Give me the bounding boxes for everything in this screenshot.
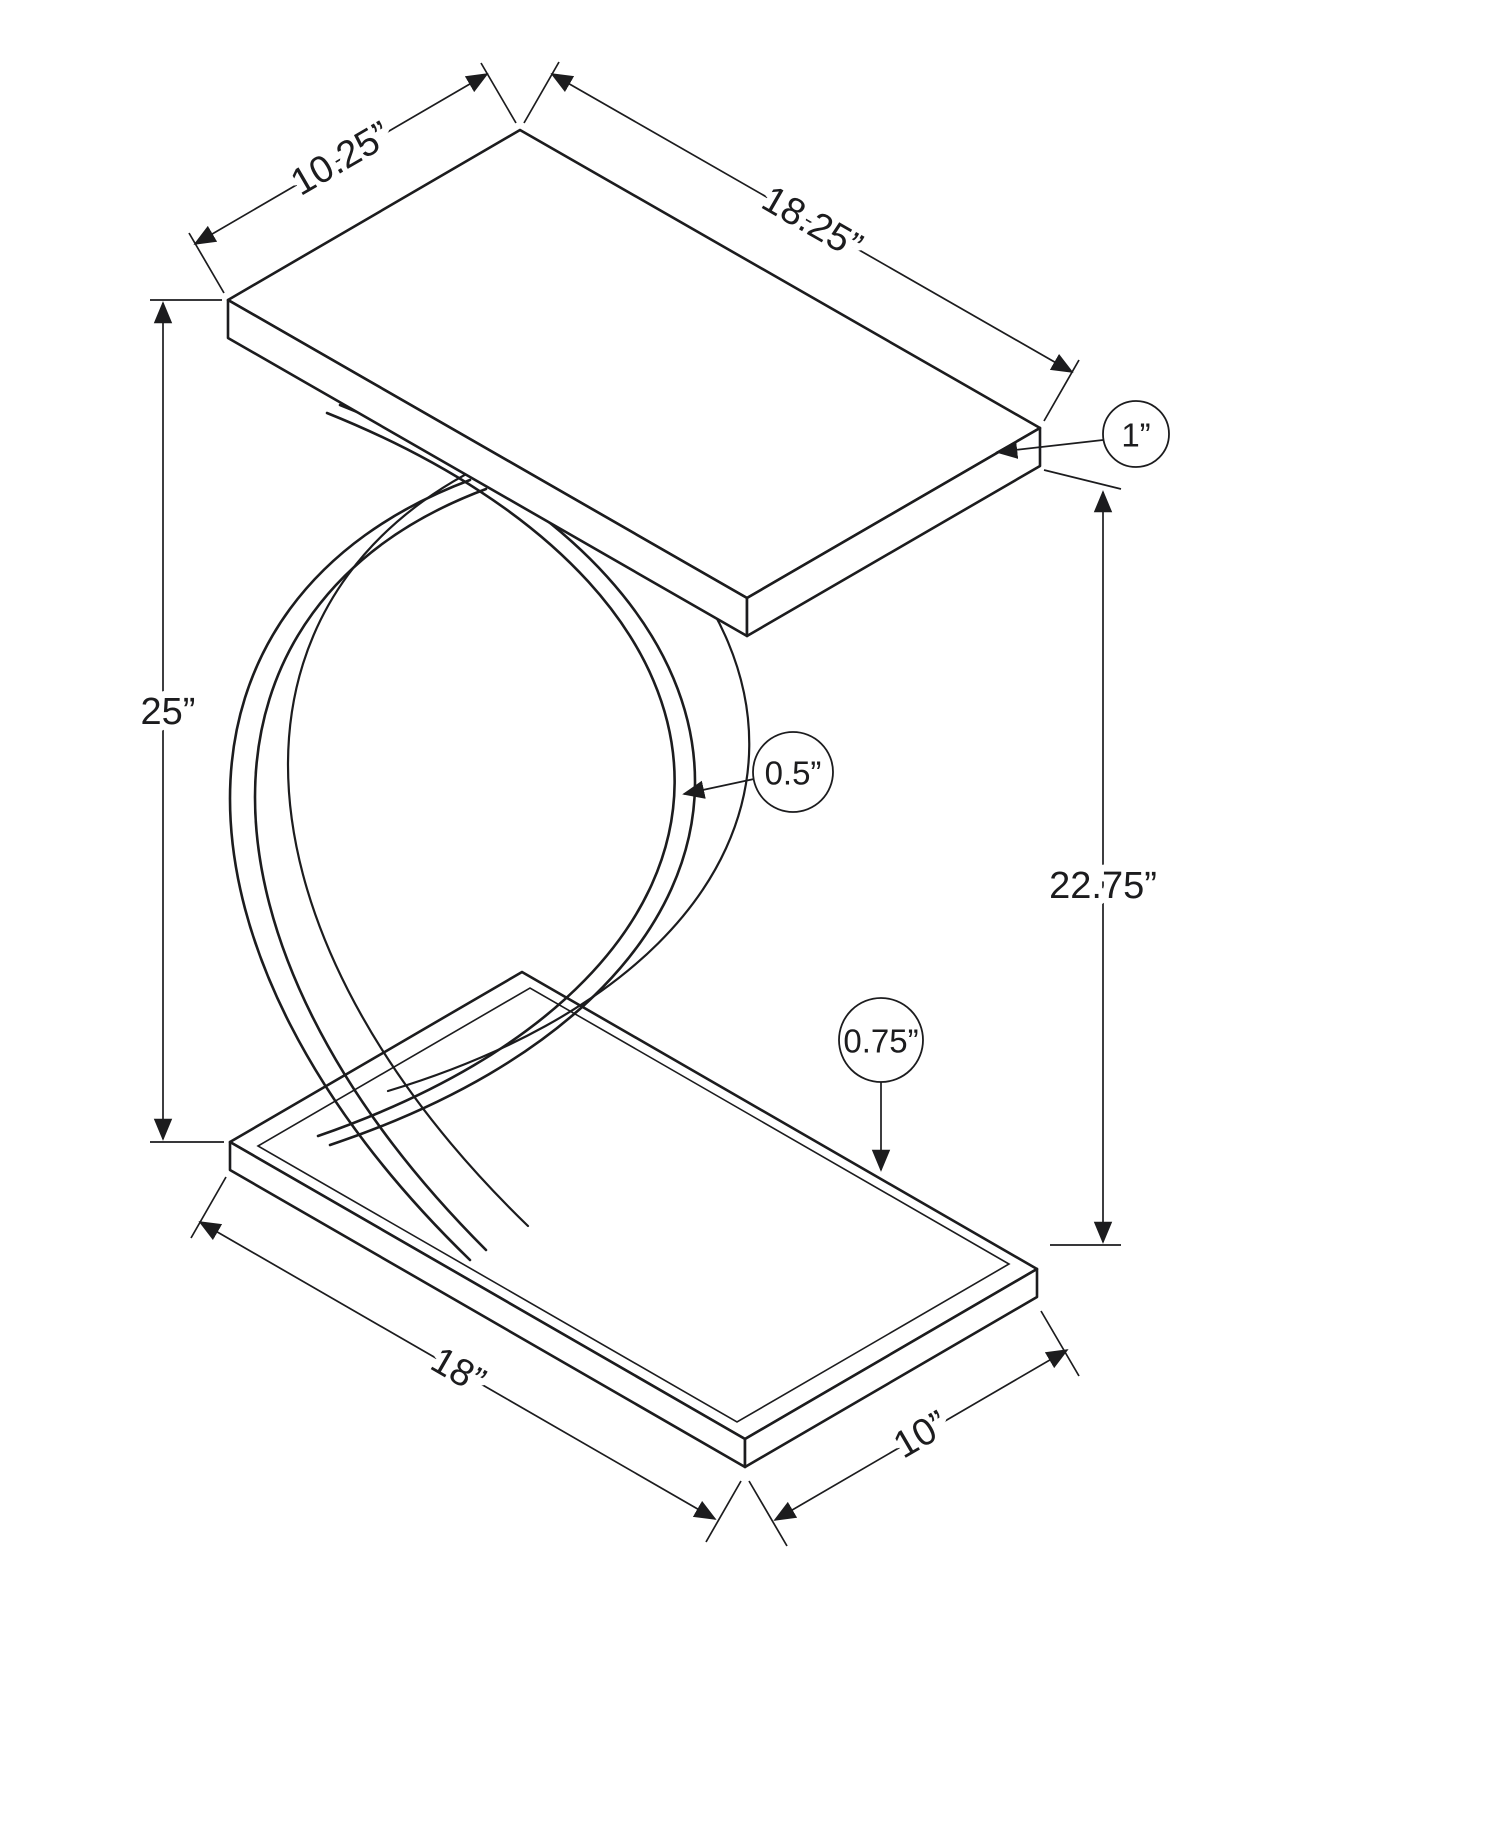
dim-overall-height: 25” bbox=[134, 299, 224, 1143]
dim-arrow-line bbox=[773, 1349, 1069, 1521]
dim-arrow-line bbox=[550, 73, 1074, 373]
callout-label-top-thickness: 1” bbox=[1121, 417, 1150, 454]
callout-label-base-thickness: 0.75” bbox=[843, 1023, 918, 1060]
callout-tube-thickness: 0.5” bbox=[682, 731, 834, 813]
dim-label-top-depth: 10.25” bbox=[284, 114, 398, 204]
dim-extension-line bbox=[1043, 469, 1122, 490]
table-top bbox=[226, 128, 1042, 638]
dim-extension-line bbox=[748, 1480, 788, 1547]
callout-label-tube-thickness: 0.5” bbox=[765, 755, 822, 792]
callout-base-thickness: 0.75” bbox=[838, 997, 924, 1172]
dim-clearance-height: 22.75” bbox=[1042, 469, 1164, 1246]
callout-leader-line bbox=[995, 439, 1104, 459]
dim-label-top-length: 18.25” bbox=[755, 178, 869, 268]
dim-label-clearance-height: 22.75” bbox=[1049, 865, 1157, 907]
dim-arrow-line bbox=[193, 73, 489, 245]
dim-extension-line bbox=[523, 61, 560, 124]
leg-curve-left-outer bbox=[228, 478, 472, 1262]
callout-bubble bbox=[838, 997, 924, 1083]
dim-extension-line bbox=[190, 1176, 227, 1239]
top-front-right-face bbox=[745, 426, 1042, 638]
callout-leader-line bbox=[682, 778, 755, 799]
dim-label-base-length: 18” bbox=[424, 1339, 493, 1403]
leg-curve-left-back bbox=[286, 444, 530, 1228]
dim-label-base-depth: 10” bbox=[887, 1403, 956, 1467]
dim-extension-line bbox=[480, 62, 517, 124]
callout-bubble bbox=[1102, 400, 1170, 468]
leg-curve-right-inner bbox=[316, 411, 676, 1138]
leg-curve-left-inner bbox=[253, 487, 488, 1252]
dim-extension-line bbox=[1043, 359, 1080, 422]
callout-top-thickness: 1” bbox=[995, 400, 1170, 468]
dim-extension-line bbox=[188, 232, 225, 294]
dim-extension-line bbox=[1040, 1310, 1080, 1377]
dim-label-overall-height: 25” bbox=[141, 691, 196, 733]
dim-arrow-line bbox=[198, 1221, 717, 1520]
dim-extension-line bbox=[705, 1480, 742, 1543]
callout-bubble bbox=[752, 731, 834, 813]
